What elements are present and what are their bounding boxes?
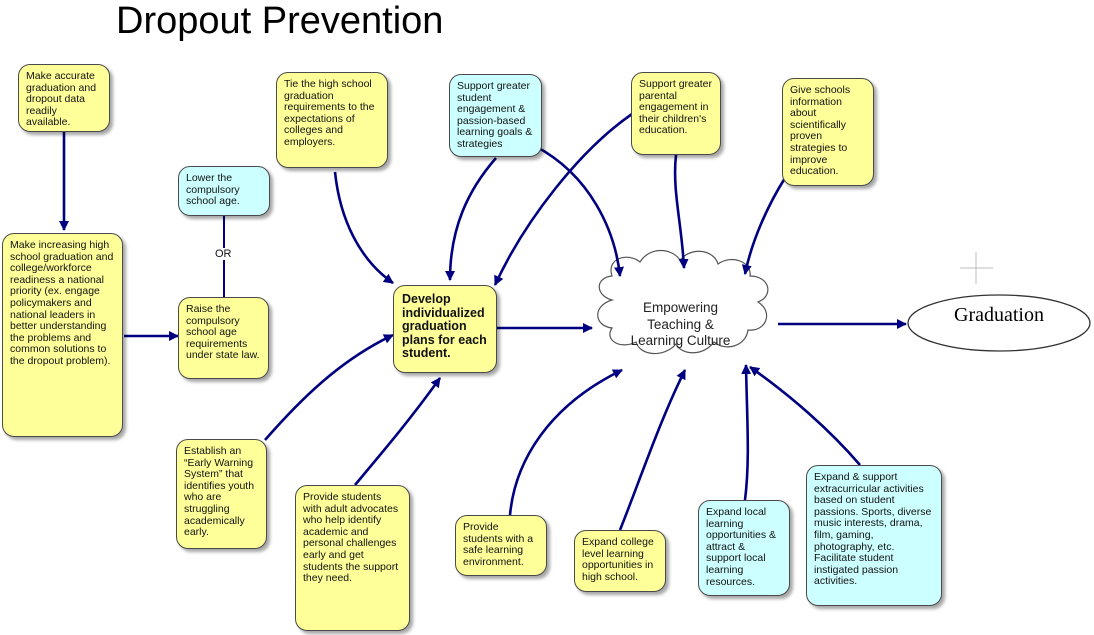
box-raise-age: Raise the compulsory school age requirem… [178, 297, 269, 379]
arrow-parental-to-hub [673, 154, 689, 269]
arrow-extracurricular-to-hub [749, 365, 861, 466]
box-tie-requirements: Tie the high school graduation requireme… [276, 72, 388, 168]
box-graduation-plans: Develop individualized graduation plans … [393, 285, 497, 373]
arrow-college-to-hub [618, 369, 687, 531]
arrow-tie-to-plans [333, 171, 394, 285]
graduation-ellipse [907, 294, 1091, 352]
graduation-label: Graduation [954, 304, 1044, 326]
arrow-parental-to-plans [493, 112, 633, 286]
or-label: OR [213, 248, 234, 260]
arrow-advocates-to-plans [354, 377, 442, 486]
box-safe-environment: Provide students with a safe learning en… [455, 515, 547, 576]
arrow-local-to-hub [741, 364, 752, 501]
box-early-warning: Establish an “Early Warning System” that… [176, 439, 267, 549]
arrow-engagement-to-plans [445, 157, 497, 281]
box-college-learning: Expand college level learning opportunit… [574, 530, 666, 592]
box-parental-engagement: Support greater parental engagement in t… [631, 72, 721, 155]
box-adult-advocates: Provide students with adult advocates wh… [295, 485, 410, 631]
box-student-engagement: Support greater student engagement & pas… [449, 74, 542, 157]
arrow-safe-to-hub [508, 368, 623, 516]
hub-cloud-shape [597, 249, 769, 355]
box-local-learning: Expand local learning opportunities & at… [698, 500, 790, 596]
box-lower-age: Lower the compulsory school age. [178, 166, 270, 216]
box-national-priority: Make increasing high school graduation a… [2, 233, 123, 437]
arrow-schoolsinfo-to-hub [741, 177, 787, 275]
box-schools-information: Give schools information about scientifi… [782, 78, 874, 186]
box-extracurricular: Expand & support extracurricular activit… [806, 465, 942, 606]
box-data-availability: Make accurate graduation and dropout dat… [18, 64, 110, 132]
hub-label: Empowering Teaching & Learning Culture [630, 300, 731, 348]
arrow-earlywarning-to-plans [264, 333, 394, 441]
crosshair-mark [960, 252, 993, 284]
arrow-engagement-to-hub [534, 144, 624, 277]
page-title: Dropout Prevention [116, 0, 444, 42]
